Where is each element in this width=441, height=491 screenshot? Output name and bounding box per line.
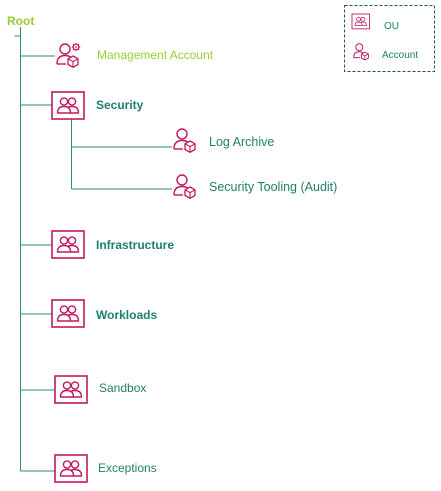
log-archive-label: Log Archive bbox=[209, 135, 275, 149]
legend-ou-label: OU bbox=[384, 21, 399, 32]
security-subtree bbox=[71, 119, 172, 190]
sandbox-ou-label: Sandbox bbox=[99, 381, 147, 395]
legend-account-label: Account bbox=[382, 50, 419, 61]
infrastructure-ou-icon bbox=[51, 230, 85, 259]
legend-ou-icon bbox=[351, 13, 371, 30]
log-archive-account-icon bbox=[173, 128, 196, 154]
security-tooling-label: Security Tooling (Audit) bbox=[209, 180, 338, 194]
infrastructure-ou-label: Infrastructure bbox=[96, 238, 175, 252]
security-ou-icon bbox=[51, 91, 85, 120]
legend bbox=[344, 5, 435, 72]
exceptions-ou-icon bbox=[54, 454, 88, 483]
exceptions-ou-label: Exceptions bbox=[98, 461, 157, 475]
workloads-ou-icon bbox=[51, 299, 85, 328]
security-ou-label: Security bbox=[96, 98, 144, 112]
root-connector bbox=[14, 27, 21, 471]
management-account-icon bbox=[56, 42, 81, 69]
security-tooling-account-icon bbox=[173, 174, 196, 200]
sandbox-ou-icon bbox=[54, 375, 88, 404]
management-account-label: Management Account bbox=[97, 48, 214, 62]
root-label: Root bbox=[7, 14, 35, 28]
tree-lines bbox=[14, 27, 172, 472]
workloads-ou-label: Workloads bbox=[96, 308, 158, 322]
